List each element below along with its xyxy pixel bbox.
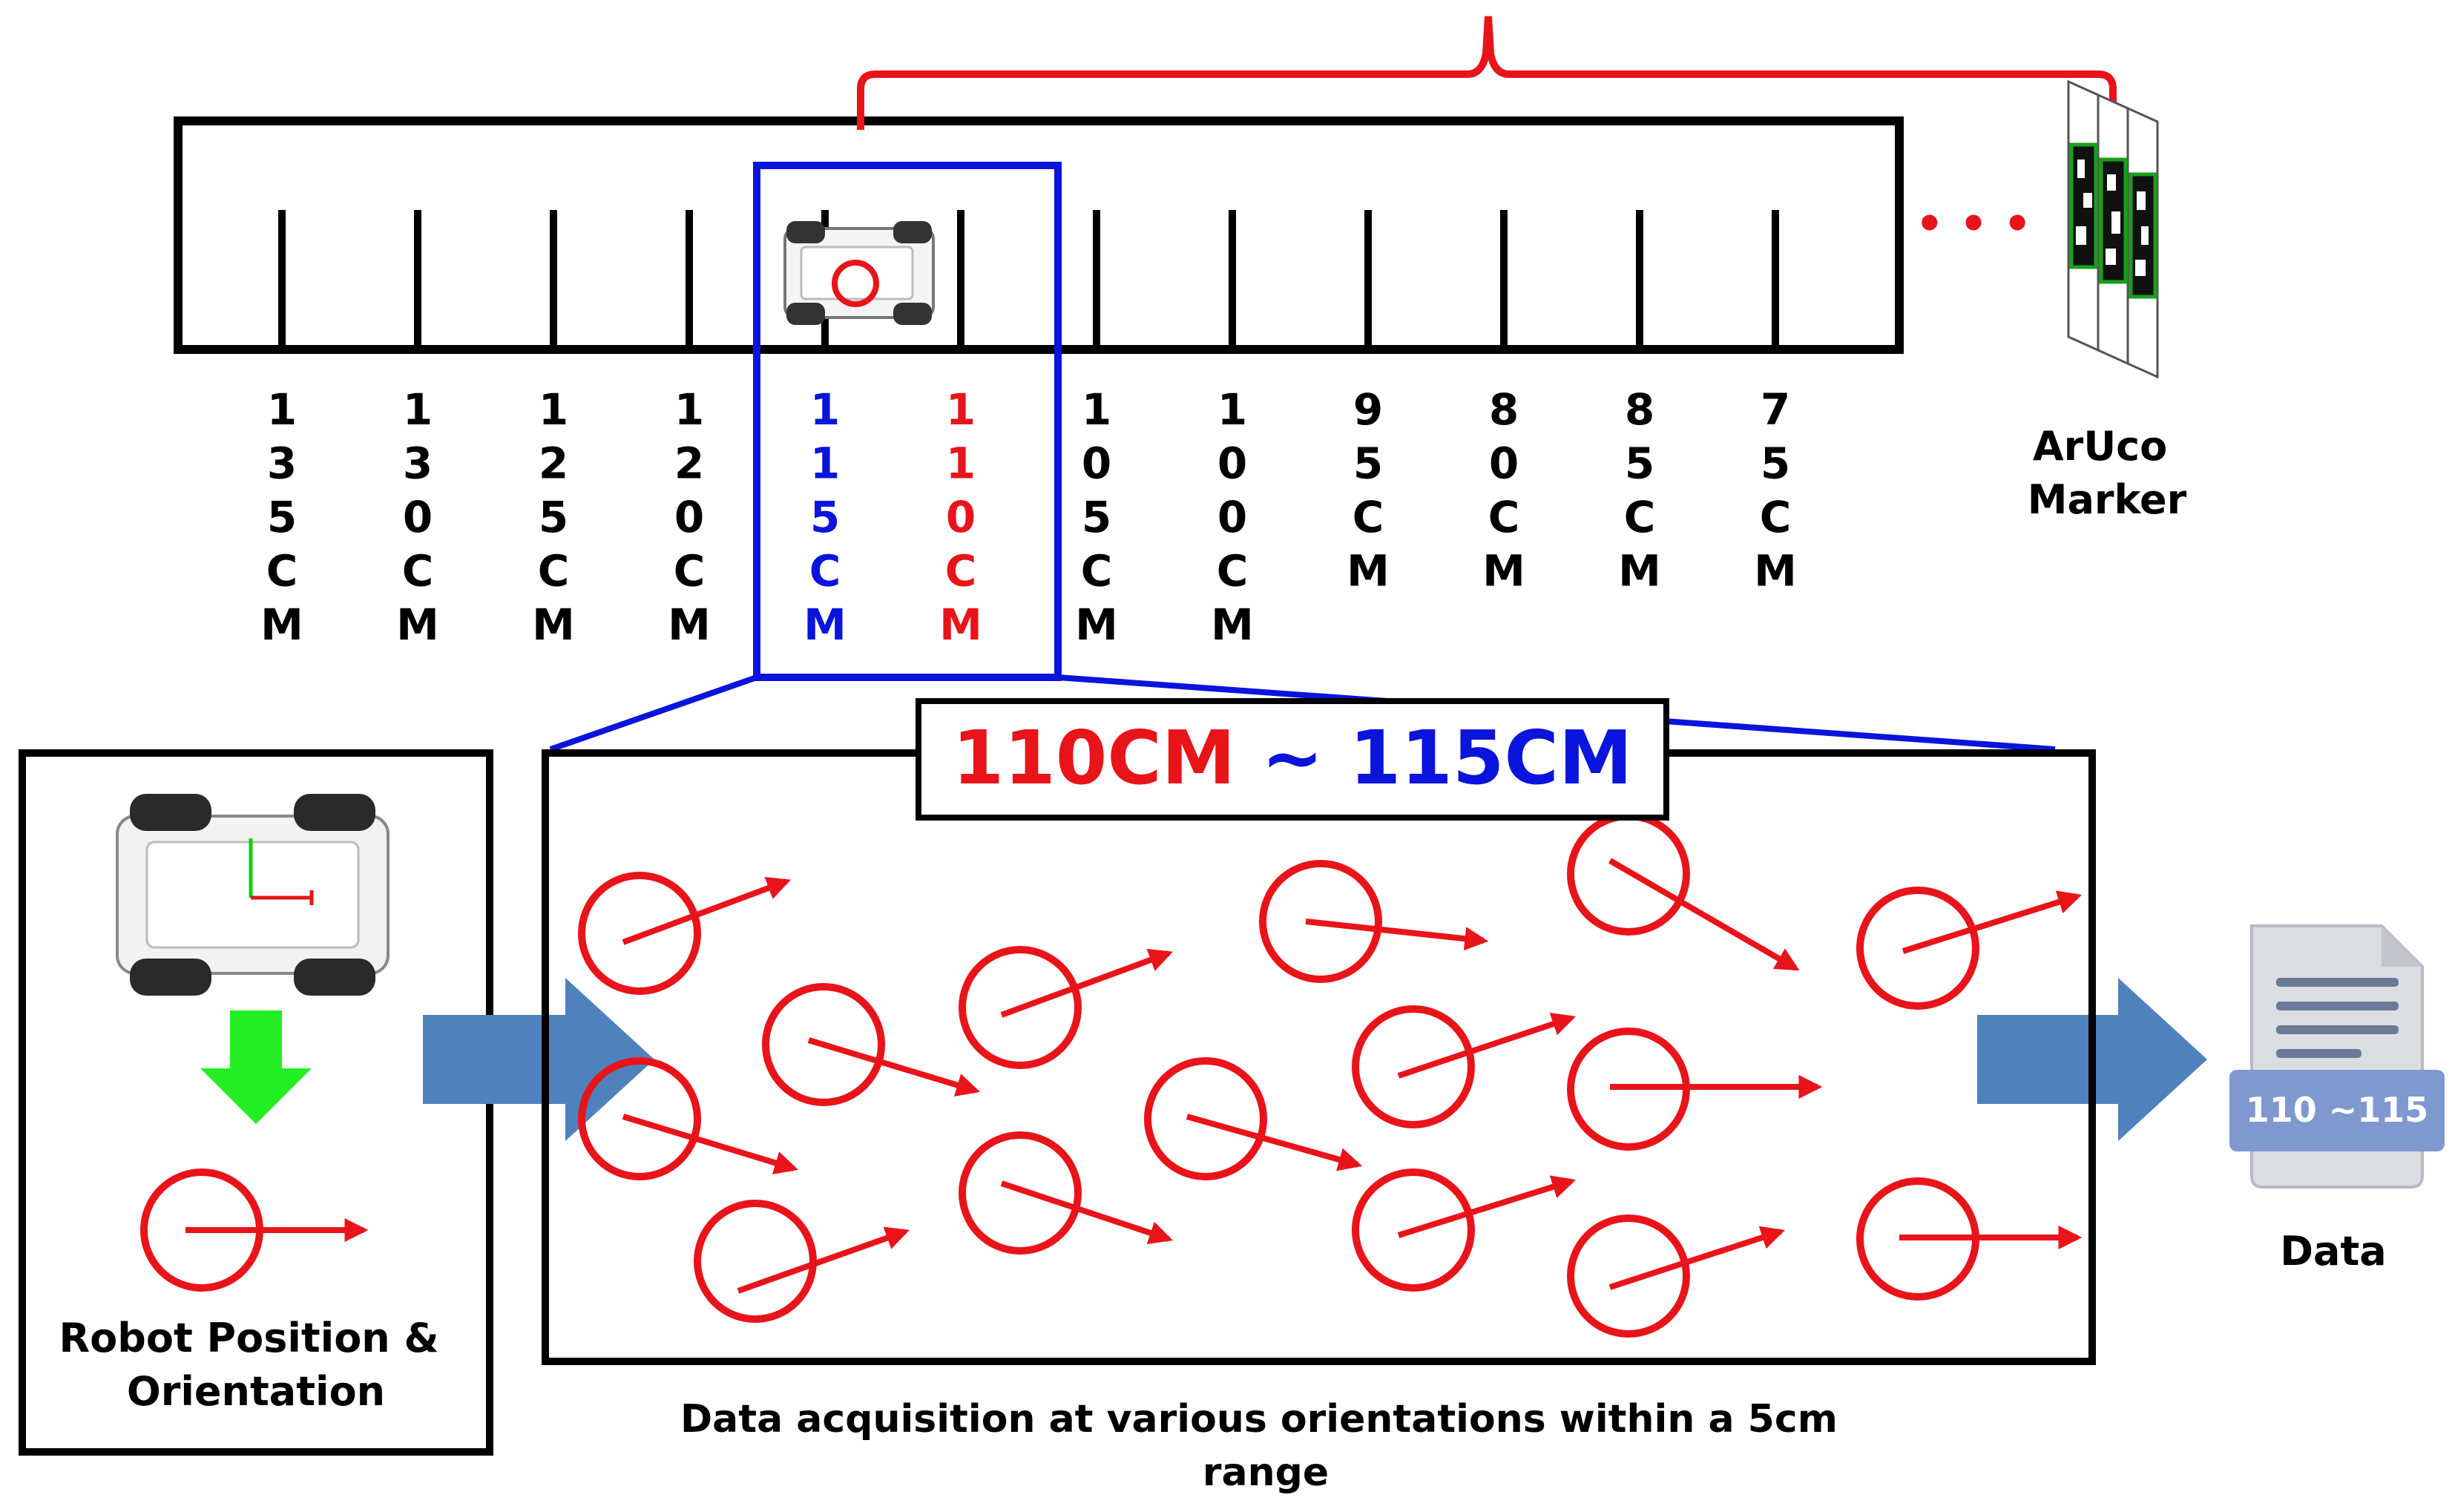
- range-title: 110CM ~ 115CM: [953, 714, 1633, 801]
- range-title-sep: ~: [1235, 714, 1349, 801]
- pose-sample: [578, 1057, 799, 1180]
- range-title-high: 115CM: [1350, 714, 1633, 801]
- highlight-box: [753, 162, 1062, 681]
- range-title-box: [916, 698, 1669, 821]
- pose-sample: [1259, 860, 1489, 983]
- samples-box: [542, 749, 2096, 1365]
- robot-pose-symbol: [140, 1168, 369, 1292]
- robot-image: [116, 794, 390, 996]
- pose-sample: [1856, 1177, 2083, 1301]
- pose-sample: [959, 1131, 1174, 1255]
- pose-samples: [578, 812, 2083, 1338]
- pose-sample: [1352, 1005, 1577, 1128]
- aruco-label: ArUco Marker: [2028, 423, 2187, 523]
- pose-sample: [1144, 1057, 1363, 1180]
- data-caption: Data: [2280, 1228, 2387, 1275]
- green-down-arrow: [200, 1010, 312, 1124]
- pose-sample: [1567, 812, 1800, 971]
- ellipsis-dots: • • •: [1916, 198, 2032, 250]
- data-file-label: 110 ~115: [2246, 1090, 2429, 1130]
- zoom-line-left: [549, 674, 758, 752]
- pose-sample: [694, 1200, 910, 1323]
- aruco-marker-icon: [2067, 79, 2159, 379]
- pose-sample: [959, 946, 1174, 1069]
- pose-sample: [1567, 1214, 1786, 1338]
- pose-sample: [762, 983, 981, 1106]
- robot-caption: Robot Position & Orientation: [59, 1315, 453, 1415]
- robot-on-track: [783, 221, 935, 325]
- aruco-bracket: [857, 16, 2117, 130]
- range-title-low: 110CM: [953, 714, 1236, 801]
- acquisition-caption: Data acquisition at various orientations…: [680, 1397, 1851, 1495]
- data-file-icon: 110 ~115: [2229, 924, 2445, 1189]
- flow-arrow-left: [423, 978, 654, 1141]
- pose-sample: [1352, 1168, 1577, 1292]
- pose-sample: [578, 872, 791, 995]
- pose-sample: [1567, 1028, 1823, 1151]
- track-ticks: [278, 210, 1779, 349]
- pose-sample: [1856, 887, 2083, 1010]
- track-bar: [174, 116, 1904, 354]
